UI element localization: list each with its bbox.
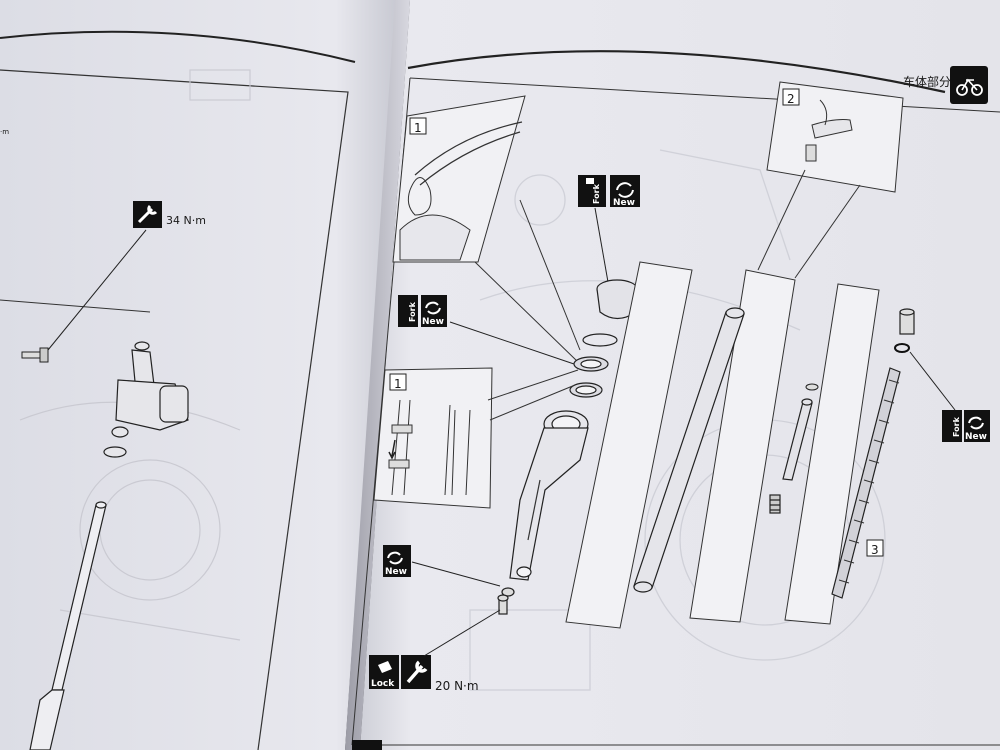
right-page: 车体部分 1 2 xyxy=(351,0,1000,750)
fork-oil-icon-2: Fork xyxy=(398,295,418,327)
partial-unit-label: ·m xyxy=(0,128,9,136)
inset-diagram-2: 2 xyxy=(757,81,904,279)
new-part-icon-4: New xyxy=(964,410,990,442)
inset-diagram-1-lower: 1 xyxy=(373,367,579,509)
fork-icon-label-2: Fork xyxy=(408,301,417,322)
fork-oil-icon: Fork xyxy=(578,175,606,207)
dust-seal-part xyxy=(596,279,638,320)
callout-2: 2 xyxy=(787,92,795,106)
washer-part xyxy=(569,382,603,398)
callout-1-lower: 1 xyxy=(394,377,402,391)
left-page: 34 N·m ·m xyxy=(0,0,395,750)
damper-rod-panel xyxy=(769,283,880,625)
inner-tube-panel xyxy=(565,261,796,629)
inner-tube-part xyxy=(29,501,107,750)
torque-label-left: 34 N·m xyxy=(166,214,206,227)
fork-oil-icon-3: Fork xyxy=(942,410,962,442)
o-ring-part xyxy=(894,343,910,353)
new-part-icon-3: New xyxy=(383,545,411,577)
bolt-part xyxy=(21,347,49,363)
new-icon-label-2: New xyxy=(422,317,444,327)
axle-clamp-part xyxy=(103,341,189,458)
inset-diagram-1-top: 1 xyxy=(392,95,581,363)
spring-seat-part xyxy=(899,308,915,335)
new-icon-label: New xyxy=(613,198,635,208)
torque-label-right: 20 N·m xyxy=(435,679,479,693)
gasket-part xyxy=(501,587,515,597)
stopper-clip-part xyxy=(582,333,618,347)
new-icon-label-4: New xyxy=(965,432,987,442)
thread-lock-icon: Lock xyxy=(369,655,399,689)
oil-seal-part xyxy=(573,356,609,372)
page-header-title: 车体部分 xyxy=(903,74,951,89)
motorcycle-icon xyxy=(950,66,988,104)
new-part-icon-2: New xyxy=(421,295,447,327)
lock-icon-label: Lock xyxy=(371,679,395,689)
damper-bolt-part xyxy=(497,594,509,615)
fork-spring-part xyxy=(831,367,901,599)
outer-tube-part xyxy=(509,410,589,581)
new-part-icon: New xyxy=(610,175,640,208)
fork-icon-label: Fork xyxy=(592,183,601,204)
new-icon-label-3: New xyxy=(385,567,407,577)
callout-3: 3 xyxy=(871,543,879,557)
wrench-icon-2 xyxy=(401,655,431,689)
fork-icon-label-3: Fork xyxy=(952,416,961,437)
bottom-icon-partial xyxy=(352,740,382,750)
callout-3-box: 3 xyxy=(866,539,884,557)
wrench-icon xyxy=(133,201,162,228)
callout-1-top: 1 xyxy=(414,121,422,135)
